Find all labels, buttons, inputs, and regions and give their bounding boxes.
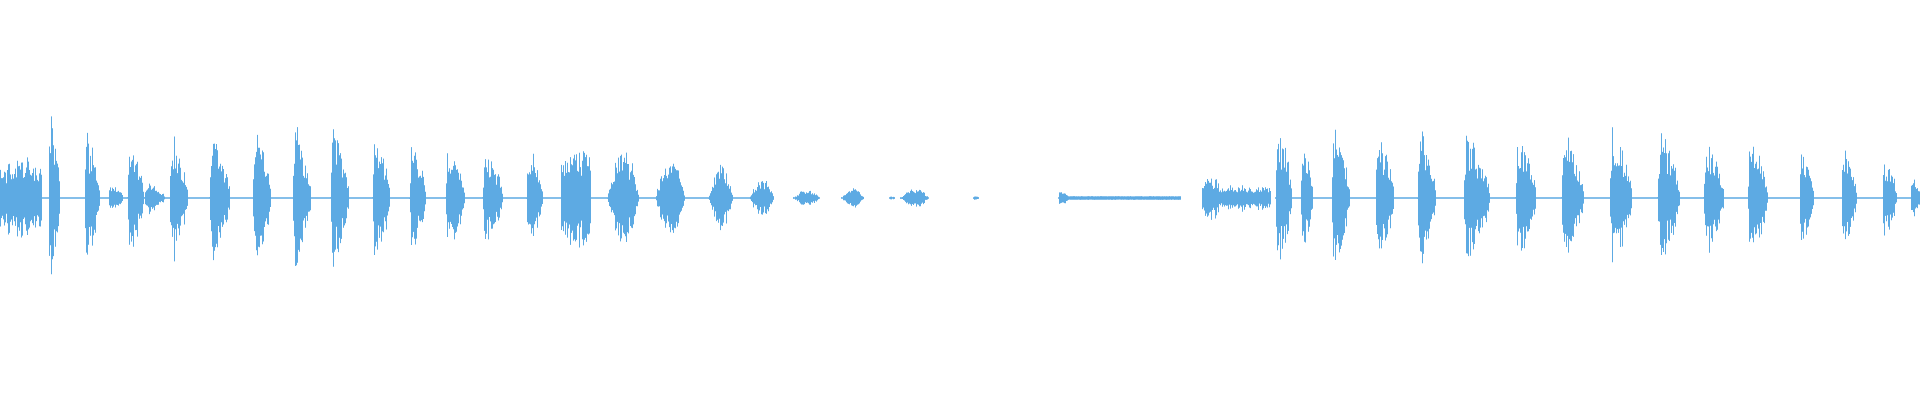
- waveform-samples: [0, 116, 1920, 275]
- waveform-trace: [0, 116, 1920, 275]
